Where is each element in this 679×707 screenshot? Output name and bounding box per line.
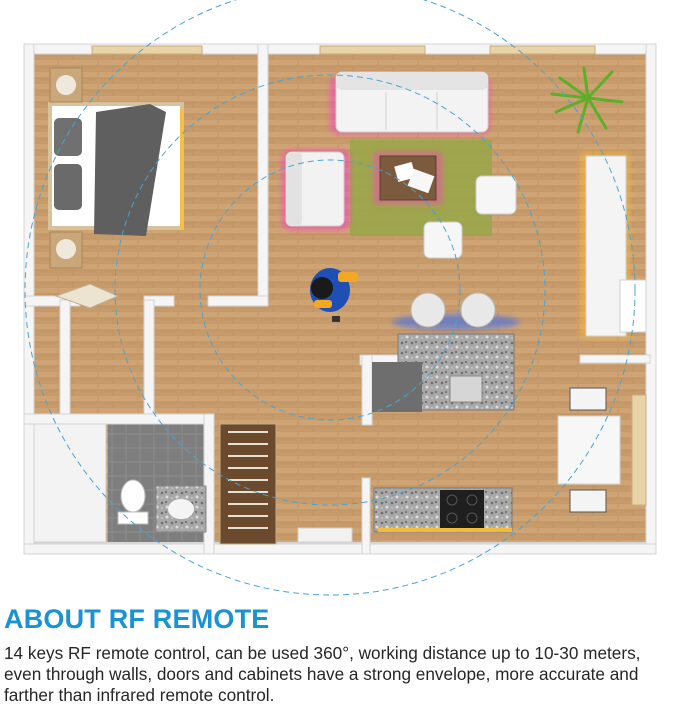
sofa [330, 71, 490, 134]
nightstands [49, 67, 83, 269]
windows [91, 45, 647, 506]
armchair [282, 150, 350, 230]
closet-rack [228, 431, 268, 529]
kitchen-island [372, 333, 515, 412]
person-with-remote [310, 268, 358, 322]
floor-plan-illustration [23, 0, 657, 596]
tv-cabinet [580, 152, 647, 338]
interior-walls [23, 43, 651, 555]
section-heading: ABOUT RF REMOTE [4, 604, 270, 634]
ottomans [423, 175, 517, 259]
dining-set [557, 387, 621, 513]
rf-signal-rings [24, 0, 636, 596]
toilet [117, 479, 149, 525]
bathtub [29, 423, 107, 543]
description-paragraph: 14 keys RF remote control, can be used 3… [4, 643, 641, 705]
bench [297, 527, 353, 543]
bathroom-sink [155, 485, 207, 533]
coffee-table [374, 152, 442, 204]
bed [48, 102, 184, 236]
kitchen-counter [373, 487, 513, 533]
potted-plant [550, 66, 624, 134]
